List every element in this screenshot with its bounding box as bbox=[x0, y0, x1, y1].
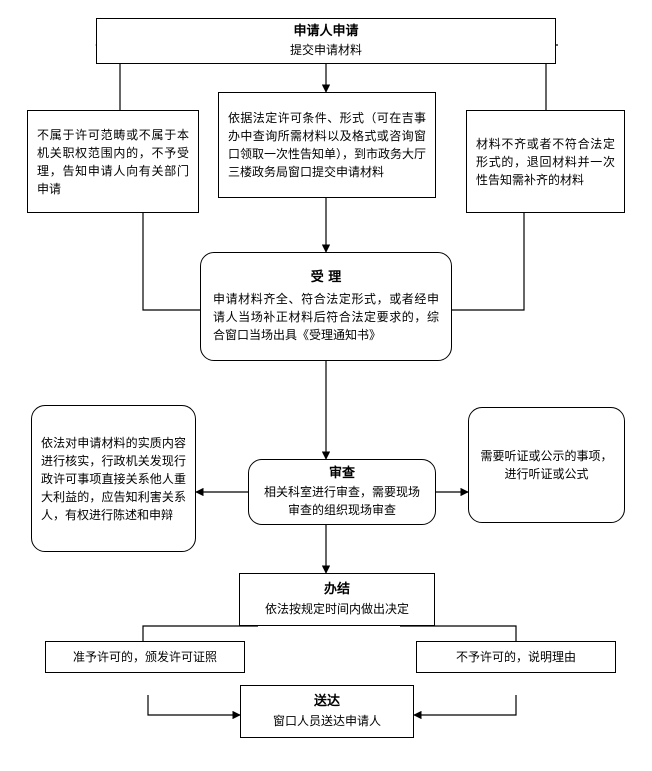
node-rejected-body: 不予许可的，说明理由 bbox=[455, 650, 576, 664]
node-not-in-scope-body: 不属于许可范畴或不属于本机关职权范围内的，不予受理，告知申请人向有关部门申请 bbox=[37, 127, 189, 196]
node-review-title: 审查 bbox=[328, 465, 355, 481]
node-delivery[interactable]: 送达 窗口人员送达申请人 bbox=[240, 685, 414, 738]
node-approved-body: 准予许可的，颁发许可证照 bbox=[72, 650, 217, 664]
node-submit-materials[interactable]: 依据法定许可条件、形式（可在吉事办中查询所需材料以及格式或咨询窗口领取一次性告知… bbox=[218, 92, 436, 198]
node-review-body: 相关科室进行审查，需要现场审查的组织现场审查 bbox=[263, 485, 420, 518]
node-applicant[interactable]: 申请人申请 提交申请材料 bbox=[96, 18, 556, 64]
node-delivery-body: 窗口人员送达申请人 bbox=[272, 713, 381, 728]
node-incomplete-materials-body: 材料不齐或者不符合法定形式的，退回材料并一次性告知需补齐的材料 bbox=[476, 136, 615, 187]
node-approved[interactable]: 准予许可的，颁发许可证照 bbox=[45, 641, 245, 673]
node-acceptance[interactable]: 受 理 申请材料齐全、符合法定形式，或者经申请人当场补正材料后符合法定要求的，综… bbox=[200, 252, 452, 361]
node-substantive-review[interactable]: 依法对申请材料的实质内容进行核实，行政机关发现行政许可事项直接关系他人重大利益的… bbox=[31, 405, 196, 552]
node-conclusion[interactable]: 办结 依法按规定时间内做出决定 bbox=[239, 573, 435, 626]
node-applicant-body: 提交申请材料 bbox=[289, 43, 362, 58]
node-not-in-scope[interactable]: 不属于许可范畴或不属于本机关职权范围内的，不予受理，告知申请人向有关部门申请 bbox=[27, 110, 199, 213]
node-acceptance-body: 申请材料齐全、符合法定形式，或者经申请人当场补正材料后符合法定要求的，综合窗口当… bbox=[213, 291, 439, 342]
node-applicant-title: 申请人申请 bbox=[293, 23, 359, 39]
node-review[interactable]: 审查 相关科室进行审查，需要现场审查的组织现场审查 bbox=[248, 459, 436, 525]
node-rejected[interactable]: 不予许可的，说明理由 bbox=[416, 641, 616, 673]
node-substantive-review-body: 依法对申请材料的实质内容进行核实，行政机关发现行政许可事项直接关系他人重大利益的… bbox=[41, 435, 186, 522]
node-acceptance-title: 受 理 bbox=[310, 270, 342, 286]
node-conclusion-body: 依法按规定时间内做出决定 bbox=[264, 601, 409, 616]
node-hearing[interactable]: 需要听证或公示的事项，进行听证或公式 bbox=[468, 407, 625, 523]
node-hearing-body: 需要听证或公示的事项，进行听证或公式 bbox=[480, 449, 613, 481]
node-delivery-title: 送达 bbox=[313, 694, 340, 710]
node-conclusion-title: 办结 bbox=[323, 582, 350, 598]
node-incomplete-materials[interactable]: 材料不齐或者不符合法定形式的，退回材料并一次性告知需补齐的材料 bbox=[466, 110, 625, 213]
node-submit-materials-body: 依据法定许可条件、形式（可在吉事办中查询所需材料以及格式或咨询窗口领取一次性告知… bbox=[228, 111, 427, 179]
